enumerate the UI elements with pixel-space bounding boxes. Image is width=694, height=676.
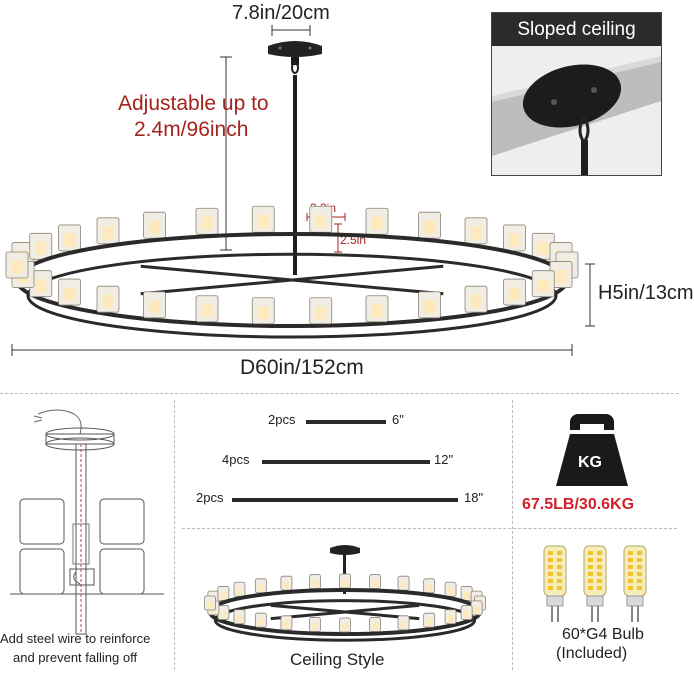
rod-qty: 2pcs <box>268 412 296 427</box>
divider-right <box>512 400 513 670</box>
adjustable-label-line1: Adjustable up to <box>118 92 269 115</box>
weight-unit-label: KG <box>578 454 602 471</box>
rod-qty: 2pcs <box>196 490 224 505</box>
rod-length: 6" <box>392 412 404 427</box>
steel-wire-panel: Add steel wire to reinforce and prevent … <box>0 400 174 676</box>
divider-left <box>174 400 175 670</box>
fixture-height-arrow <box>585 263 595 327</box>
sloped-ceiling-title: Sloped ceiling <box>492 13 661 46</box>
diameter-arrow <box>11 344 573 356</box>
rod-qty: 4pcs <box>222 452 250 467</box>
bulb <box>583 545 607 622</box>
shade-height-arrow <box>334 223 342 253</box>
bulbs-caption-line2: (Included) <box>556 645 628 662</box>
ring-shades-small <box>204 573 486 642</box>
ring-shades-main <box>5 205 579 339</box>
rod-row-12in: 4pcs 12" <box>222 452 492 472</box>
chandelier-canopy-icon <box>268 41 322 275</box>
ceiling-canopy-icon <box>330 545 360 555</box>
chandelier-ring-illustration <box>5 205 579 339</box>
weight-value: 67.5LB/30.6KG <box>522 496 635 513</box>
sloped-ceiling-mount-icon <box>492 56 661 175</box>
rod-row-6in: 2pcs 6" <box>268 412 488 432</box>
g4-bulb-icon <box>543 545 647 622</box>
fixture-height-label: H5in/13cm <box>598 282 694 304</box>
diameter-label: D60in/152cm <box>240 356 364 379</box>
divider-top <box>0 393 679 394</box>
downrods-panel: 2pcs 6" 4pcs 12" 2pcs 18" <box>182 400 512 528</box>
sloped-ceiling-inset: Sloped ceiling <box>491 12 662 176</box>
weight-panel: KG 67.5LB/30.6KG <box>512 400 679 528</box>
kettlebell-weight-icon <box>556 414 628 486</box>
rod-length: 18" <box>464 490 484 505</box>
steel-wire-caption-line2: and prevent falling off <box>13 650 138 665</box>
main-chandelier-section: 7.8in/20cm Adjustable up to 2.4m/96inch … <box>5 2 694 379</box>
rod-length: 12" <box>434 452 454 467</box>
ceiling-style-caption: Ceiling Style <box>290 650 385 669</box>
bulb <box>623 545 647 622</box>
bulbs-caption-line1: 60*G4 Bulb <box>562 626 644 643</box>
divider-middle <box>182 528 677 529</box>
steel-wire-diagram <box>10 409 164 635</box>
steel-wire-caption-line1: Add steel wire to reinforce <box>0 631 151 646</box>
canopy-width-arrow <box>271 25 311 36</box>
canopy-width-label: 7.8in/20cm <box>232 2 330 24</box>
rod-bar <box>306 420 386 424</box>
bulbs-panel: 60*G4 Bulb (Included) <box>512 532 679 676</box>
bulb <box>543 545 567 622</box>
ceiling-style-panel: Ceiling Style <box>182 532 512 676</box>
adjustable-length-arrow <box>220 56 232 251</box>
rod-bar <box>232 498 458 502</box>
rod-row-18in: 2pcs 18" <box>196 490 496 510</box>
rod-bar <box>262 460 430 464</box>
ceiling-style-chandelier-illustration <box>204 545 486 642</box>
adjustable-label-line2: 2.4m/96inch <box>134 118 249 141</box>
